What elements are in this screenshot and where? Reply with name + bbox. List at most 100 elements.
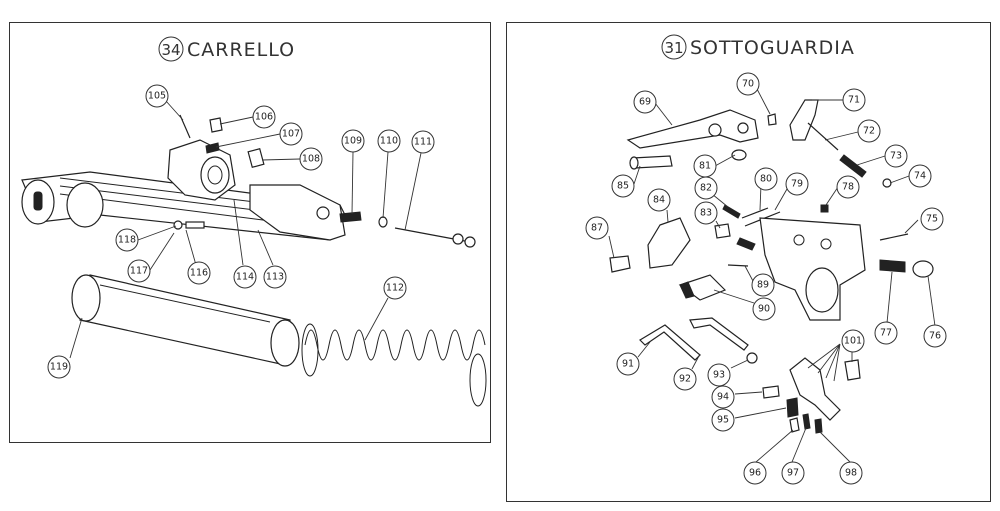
svg-text:108: 108 (302, 154, 320, 165)
svg-text:117: 117 (130, 266, 148, 277)
svg-text:83: 83 (700, 208, 712, 219)
callout-117: 117 (127, 259, 151, 283)
left-title: 34 CARRELLO (158, 36, 294, 62)
callout-90: 90 (752, 297, 776, 321)
leader-108 (261, 158, 301, 161)
bar-92 (689, 317, 749, 351)
left-title-number-circle (158, 36, 184, 62)
part-106 (209, 117, 223, 133)
svg-text:69: 69 (639, 97, 651, 108)
callout-72: 72 (857, 119, 881, 143)
right-leaders (608, 88, 936, 463)
leader-118 (137, 225, 177, 241)
ring-110 (378, 216, 388, 228)
leader-119 (69, 317, 83, 359)
callout-80: 80 (754, 167, 778, 191)
callout-119: 119 (47, 355, 71, 379)
callout-79: 79 (785, 172, 809, 196)
svg-text:91: 91 (622, 359, 634, 370)
rod-111-knob-b (464, 236, 476, 248)
leader-95 (734, 407, 787, 419)
svg-text:72: 72 (863, 126, 875, 137)
bolt-block (249, 184, 346, 241)
leader-98 (819, 431, 851, 463)
leader-109 (351, 151, 354, 215)
leader-79 (774, 188, 788, 211)
leader-74 (889, 175, 910, 184)
spring-77 (879, 259, 906, 273)
leader-105 (165, 100, 184, 121)
svg-text:101: 101 (844, 336, 862, 347)
svg-text:74: 74 (914, 171, 926, 182)
part-81 (731, 149, 747, 161)
pin-75 (879, 233, 909, 241)
right-title: 31 SOTTOGUARDIA (661, 34, 855, 60)
callout-95: 95 (711, 408, 735, 432)
leader-114 (233, 199, 244, 266)
leader-81 (714, 154, 736, 167)
callout-73: 73 (884, 144, 908, 168)
left-callouts: 105 106 107 108 109 110 111 118 117 116 … (47, 84, 435, 379)
svg-text:106: 106 (255, 112, 273, 123)
leader-112 (364, 297, 389, 341)
callout-98: 98 (839, 461, 863, 485)
part-85 (632, 155, 673, 169)
callout-107: 107 (279, 122, 303, 146)
panel-sottoguardia (506, 22, 991, 502)
svg-text:107: 107 (282, 129, 300, 140)
leader-106 (219, 116, 254, 125)
callout-76: 76 (923, 324, 947, 348)
recoil-spring (301, 323, 487, 407)
slide-tube-front (71, 274, 101, 322)
spring-109 (339, 211, 362, 223)
callout-92: 92 (673, 367, 697, 391)
callout-111: 111 (411, 130, 435, 154)
svg-text:85: 85 (617, 181, 629, 192)
svg-text:118: 118 (118, 235, 136, 246)
right-title-text: SOTTOGUARDIA (690, 37, 855, 59)
spring-82 (722, 204, 741, 219)
part-90-shade (679, 281, 695, 299)
bolt-block-hole (316, 206, 330, 220)
svg-text:116: 116 (190, 268, 208, 279)
trigger-guard-frame (759, 217, 866, 321)
callout-91: 91 (616, 352, 640, 376)
part-97 (802, 413, 811, 430)
svg-text:79: 79 (791, 179, 803, 190)
recoil-spring-end-b (469, 353, 487, 407)
svg-text:113: 113 (266, 272, 284, 283)
spring-73 (839, 154, 867, 178)
trigger-assembly (789, 357, 841, 421)
svg-text:84: 84 (653, 195, 665, 206)
callout-116: 116 (187, 261, 211, 285)
callout-101: 101 (841, 329, 865, 353)
callout-94: 94 (711, 385, 735, 409)
part-108 (247, 147, 265, 169)
pin-80 (741, 207, 769, 219)
svg-text:114: 114 (236, 272, 254, 283)
leader-77 (886, 271, 893, 324)
spring-107 (205, 142, 220, 154)
part-84 (647, 217, 691, 269)
svg-text:111: 111 (414, 137, 432, 148)
callout-81: 81 (693, 154, 717, 178)
svg-text:81: 81 (699, 161, 711, 172)
panel-carrello (9, 22, 491, 443)
callout-77: 77 (874, 321, 898, 345)
callout-110: 110 (377, 129, 401, 153)
part-87 (609, 255, 631, 273)
leader-76 (927, 275, 936, 327)
callout-69: 69 (633, 90, 657, 114)
svg-text:73: 73 (890, 151, 902, 162)
recoil-spring-coils (304, 329, 486, 361)
part-98 (814, 418, 823, 434)
part-69 (626, 109, 759, 149)
leader-84 (666, 209, 669, 223)
svg-text:89: 89 (757, 280, 769, 291)
svg-text:112: 112 (386, 283, 404, 294)
leader-94 (734, 391, 763, 395)
leader-97 (791, 427, 807, 463)
svg-text:94: 94 (717, 392, 729, 403)
leader-116 (185, 229, 197, 266)
leader-75 (904, 219, 919, 234)
